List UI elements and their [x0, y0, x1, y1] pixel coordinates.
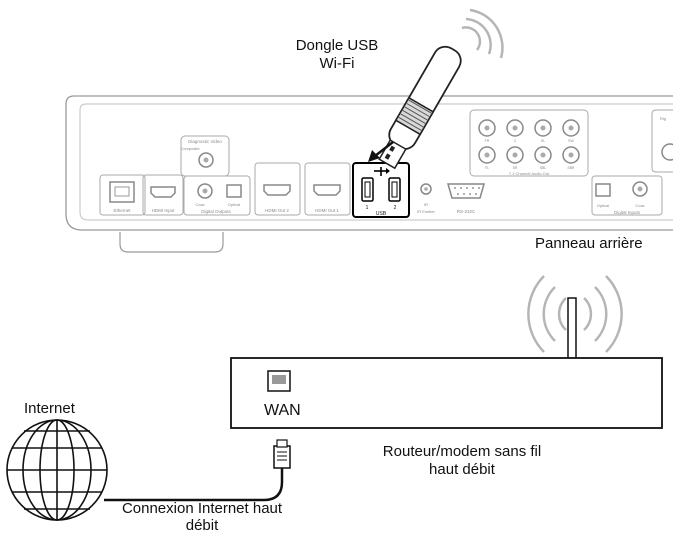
- device-foot: [119, 232, 224, 253]
- ethernet-port-inner: [114, 186, 130, 197]
- coax-in-label: Coax: [635, 203, 644, 208]
- c-label: C: [514, 139, 517, 143]
- hdmi-out-2-label: HDMI Out 2: [265, 208, 289, 213]
- router-antenna: [567, 297, 577, 361]
- right-partial-box: [651, 109, 673, 173]
- sbr-label: SBR: [567, 166, 575, 170]
- connection-label-line2: débit: [186, 517, 219, 534]
- dongle-label-line2: Wi-Fi: [320, 55, 355, 72]
- hdmi-out-1-port: [313, 184, 341, 196]
- coax-out-label: Coax: [195, 202, 204, 207]
- hdmi-out-1-box: [304, 162, 351, 216]
- insert-arrow-icon: [368, 141, 394, 162]
- composite-label: Composite: [180, 146, 200, 151]
- usb-dongle: [378, 45, 462, 170]
- rs232c-port: [447, 183, 485, 199]
- ir-emitter-label: IR Emitter: [417, 209, 435, 214]
- ethernet-label: Ethernet: [113, 208, 131, 213]
- hdmi-out-1-label: HDMI Out 1: [315, 208, 339, 213]
- sw-label: SW: [568, 139, 574, 143]
- router-body: [230, 357, 663, 429]
- usb-port-2: [388, 177, 401, 202]
- coax-out-jack: [197, 183, 213, 199]
- audio-out-box: [469, 109, 589, 177]
- usb-ports-box: [352, 162, 410, 218]
- internet-label: Internet: [24, 400, 76, 417]
- internet-cable: [104, 468, 284, 502]
- ethernet-port: [109, 181, 135, 203]
- digital-inputs-label: Digital Inputs: [614, 210, 641, 215]
- rear-panel: Diagnostic Video Composite Ethernet HDMI…: [65, 95, 673, 253]
- rear-panel-label: Panneau arrière: [535, 235, 643, 252]
- fr-label: FR: [485, 139, 490, 143]
- hdmi-input-port: [150, 186, 176, 198]
- wan-label: WAN: [264, 402, 301, 419]
- optical-in-port: [595, 183, 611, 197]
- composite-jack: [198, 152, 214, 168]
- dongle-label-line1: Dongle USB: [296, 37, 379, 54]
- panel-inner-edge: [79, 103, 673, 221]
- usb-label: USB: [376, 211, 387, 217]
- router-label-line1: Routeur/modem sans fil: [383, 443, 541, 460]
- digital-outputs-label: Digital Outputs: [201, 209, 231, 214]
- sbl-label: SBL: [540, 166, 547, 170]
- rs232c-label: RS-232C: [457, 209, 476, 214]
- globe-icon: [6, 419, 108, 521]
- rj45-plug-icon: [273, 439, 291, 469]
- ir-label: IR: [424, 202, 428, 207]
- audio-out-jacks: [478, 119, 580, 164]
- sl-label: SL: [541, 139, 545, 143]
- optical-in-label: Optical: [597, 203, 610, 208]
- usb-port-1: [361, 177, 374, 202]
- fl-label: FL: [485, 166, 489, 170]
- usb-port-2-label: 2: [394, 205, 397, 211]
- wifi-signal-arcs-dongle: [461, 8, 504, 59]
- wifi-signal-arcs-router: [527, 275, 623, 353]
- diagnostic-video-label: Diagnostic Video: [188, 139, 222, 144]
- coax-in-jack: [632, 181, 648, 197]
- router-label-line2: haut débit: [429, 461, 496, 478]
- ethernet-box: [99, 174, 146, 216]
- optical-out-port: [226, 184, 242, 198]
- hdmi-input-box: [142, 174, 184, 216]
- composite-jack-core: [203, 157, 209, 163]
- ir-emitter-jack: [420, 183, 432, 195]
- hdmi-out-2-port: [263, 184, 291, 196]
- hdmi-input-label: HDMI Input: [152, 208, 176, 213]
- coax-out-jack-core: [202, 188, 208, 194]
- optical-out-label: Optical: [228, 202, 241, 207]
- usb-symbol-icon: [374, 167, 390, 176]
- connection-label-line1: Connexion Internet haut: [122, 500, 283, 517]
- hdmi-out-2-box: [254, 162, 301, 216]
- usb-port-1-label: 1: [366, 205, 369, 211]
- digital-inputs-box: [591, 175, 663, 216]
- rig-label: Rig: [660, 116, 666, 121]
- digital-outputs-box: [183, 175, 251, 216]
- sr-label: SR: [513, 166, 518, 170]
- audio-out-label: 7.1 Channel Audio Out: [509, 171, 550, 176]
